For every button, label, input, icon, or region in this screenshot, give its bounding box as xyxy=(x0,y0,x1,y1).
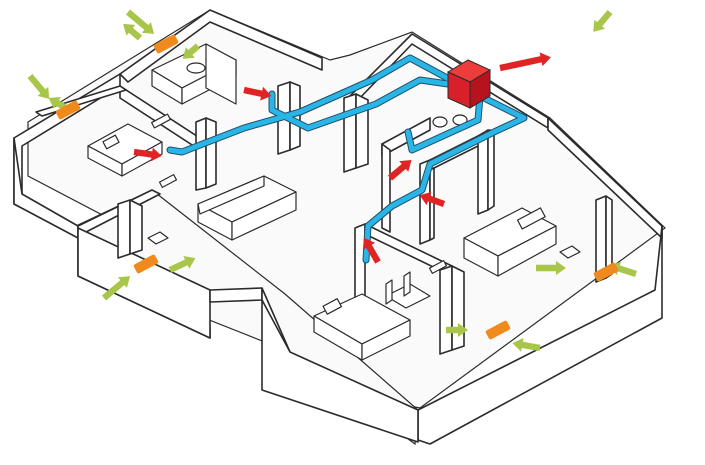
red-arrow-icon xyxy=(362,237,381,264)
orange-inlet-valve-icon xyxy=(593,262,619,282)
red-arrow-icon xyxy=(419,191,446,208)
furniture xyxy=(87,43,581,361)
green-arrow-icon xyxy=(512,337,541,352)
green-arrow-icon xyxy=(168,256,196,273)
green-arrow-icon xyxy=(593,9,613,32)
ventilation-unit xyxy=(446,59,492,109)
exhaust-arrows xyxy=(133,52,551,264)
orange-inlet-valve-icon xyxy=(485,320,511,340)
red-arrow-icon xyxy=(387,160,412,181)
red-arrow-icon xyxy=(133,147,162,162)
air-ducts xyxy=(166,54,528,264)
red-arrow-icon xyxy=(499,52,551,72)
green-arrow-icon xyxy=(125,9,155,34)
orange-inlet-valve-icon xyxy=(133,254,159,274)
inlet-valves xyxy=(55,34,619,340)
green-arrow-icon xyxy=(609,261,637,278)
green-arrow-icon xyxy=(27,73,50,99)
outer-walls xyxy=(13,9,663,445)
orange-inlet-valve-icon xyxy=(55,100,81,120)
fresh-air-arrows xyxy=(27,9,637,352)
green-arrow-icon xyxy=(182,43,201,59)
green-arrow-icon xyxy=(101,276,131,301)
green-arrow-icon xyxy=(123,23,143,41)
green-arrow-icon xyxy=(446,323,468,337)
red-arrow-icon xyxy=(243,86,272,101)
green-arrow-icon xyxy=(536,261,566,275)
orange-inlet-valve-icon xyxy=(153,34,179,54)
